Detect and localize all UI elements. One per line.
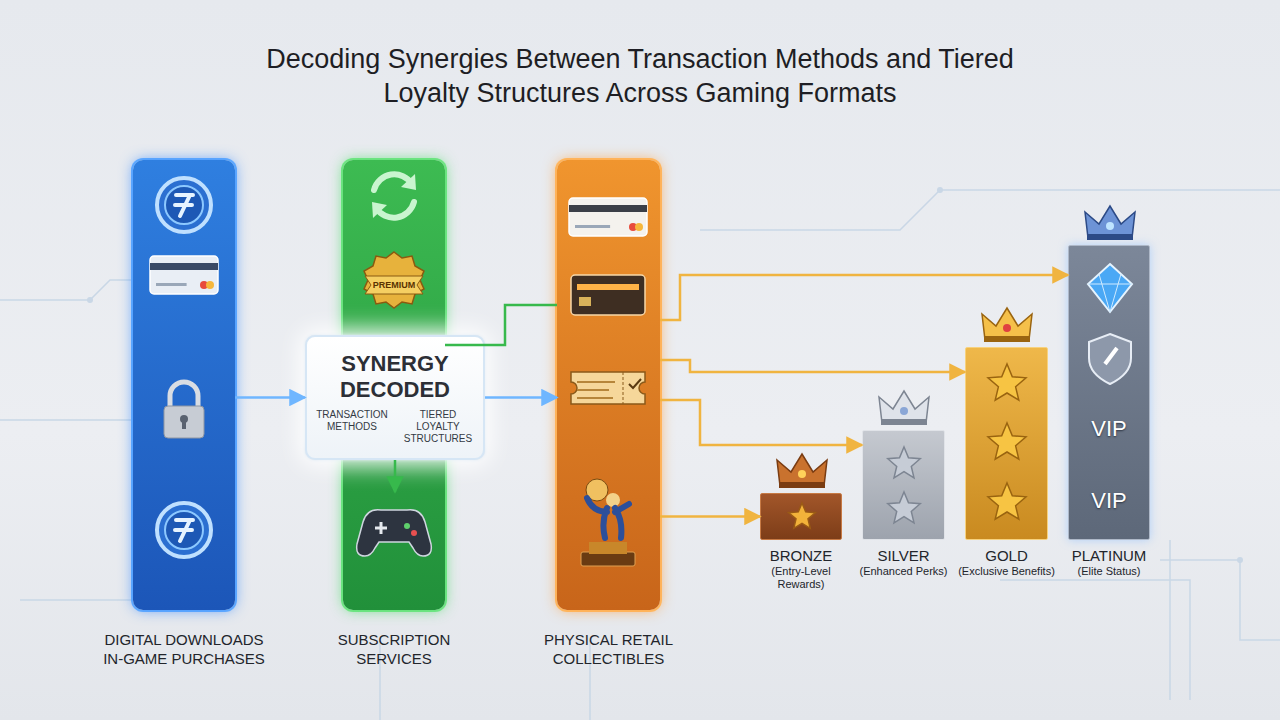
node-sublabel: (Exclusive Benefits) [957, 565, 1057, 578]
connector [394, 460, 397, 492]
vip-text: VIP [1069, 488, 1149, 514]
synergy-subrow: TRANSACTION METHODSTIERED LOYALTY STRUCT… [313, 409, 477, 445]
icon-art [863, 431, 946, 541]
tier-bar: SILVER(Enhanced Perks) [862, 430, 945, 540]
node-caption: PHYSICAL RETAIL COLLECTIBLES [523, 630, 695, 668]
tier-bar: BRONZE(Entry-Level Rewards) [760, 493, 842, 540]
connector [485, 396, 557, 399]
icon-art [966, 348, 1049, 541]
synergy-subtext: TRANSACTION METHODS [313, 409, 391, 445]
synergy-box: SYNERGY DECODED TRANSACTION METHODSTIERED… [305, 335, 485, 460]
node-label: DIGITAL DOWNLOADS IN-GAME PURCHASES [98, 630, 270, 668]
icon-art [557, 160, 660, 610]
node-label: GOLD [957, 547, 1057, 565]
synergy-heading: SYNERGY DECODED [313, 351, 477, 403]
connector [660, 400, 862, 445]
node-caption: SILVER(Enhanced Perks) [854, 547, 954, 578]
node-label: PHYSICAL RETAIL COLLECTIBLES [523, 630, 695, 668]
tier-bar: GOLD(Exclusive Benefits) [965, 347, 1048, 540]
connector [660, 515, 760, 518]
node-sublabel: (Elite Status) [1059, 565, 1159, 578]
icon-art [133, 160, 235, 610]
badge-text: PREMIUM [373, 280, 416, 290]
node-sublabel: (Entry-Level Rewards) [751, 565, 851, 591]
node-label: SUBSCRIPTION SERVICES [308, 630, 480, 668]
node-label: BRONZE [751, 547, 851, 565]
diagram-title: Decoding Synergies Between Transaction M… [260, 42, 1020, 110]
icon-art [761, 494, 843, 541]
node-sublabel: (Enhanced Perks) [854, 565, 954, 578]
tier-bar: PLATINUM(Elite Status)VIPVIP [1068, 245, 1150, 540]
node-caption: PLATINUM(Elite Status) [1059, 547, 1159, 578]
node-label: SILVER [854, 547, 954, 565]
node-label: PLATINUM [1059, 547, 1159, 565]
vip-text: VIP [1069, 416, 1149, 442]
method-panel: DIGITAL DOWNLOADS IN-GAME PURCHASES [133, 160, 235, 610]
node-caption: BRONZE(Entry-Level Rewards) [751, 547, 851, 591]
node-caption: SUBSCRIPTION SERVICES [308, 630, 480, 668]
method-panel: PHYSICAL RETAIL COLLECTIBLES [557, 160, 660, 610]
connector [660, 360, 965, 372]
node-caption: DIGITAL DOWNLOADS IN-GAME PURCHASES [98, 630, 270, 668]
node-caption: GOLD(Exclusive Benefits) [957, 547, 1057, 578]
connector [235, 396, 305, 399]
synergy-subtext: TIERED LOYALTY STRUCTURES [399, 409, 477, 445]
